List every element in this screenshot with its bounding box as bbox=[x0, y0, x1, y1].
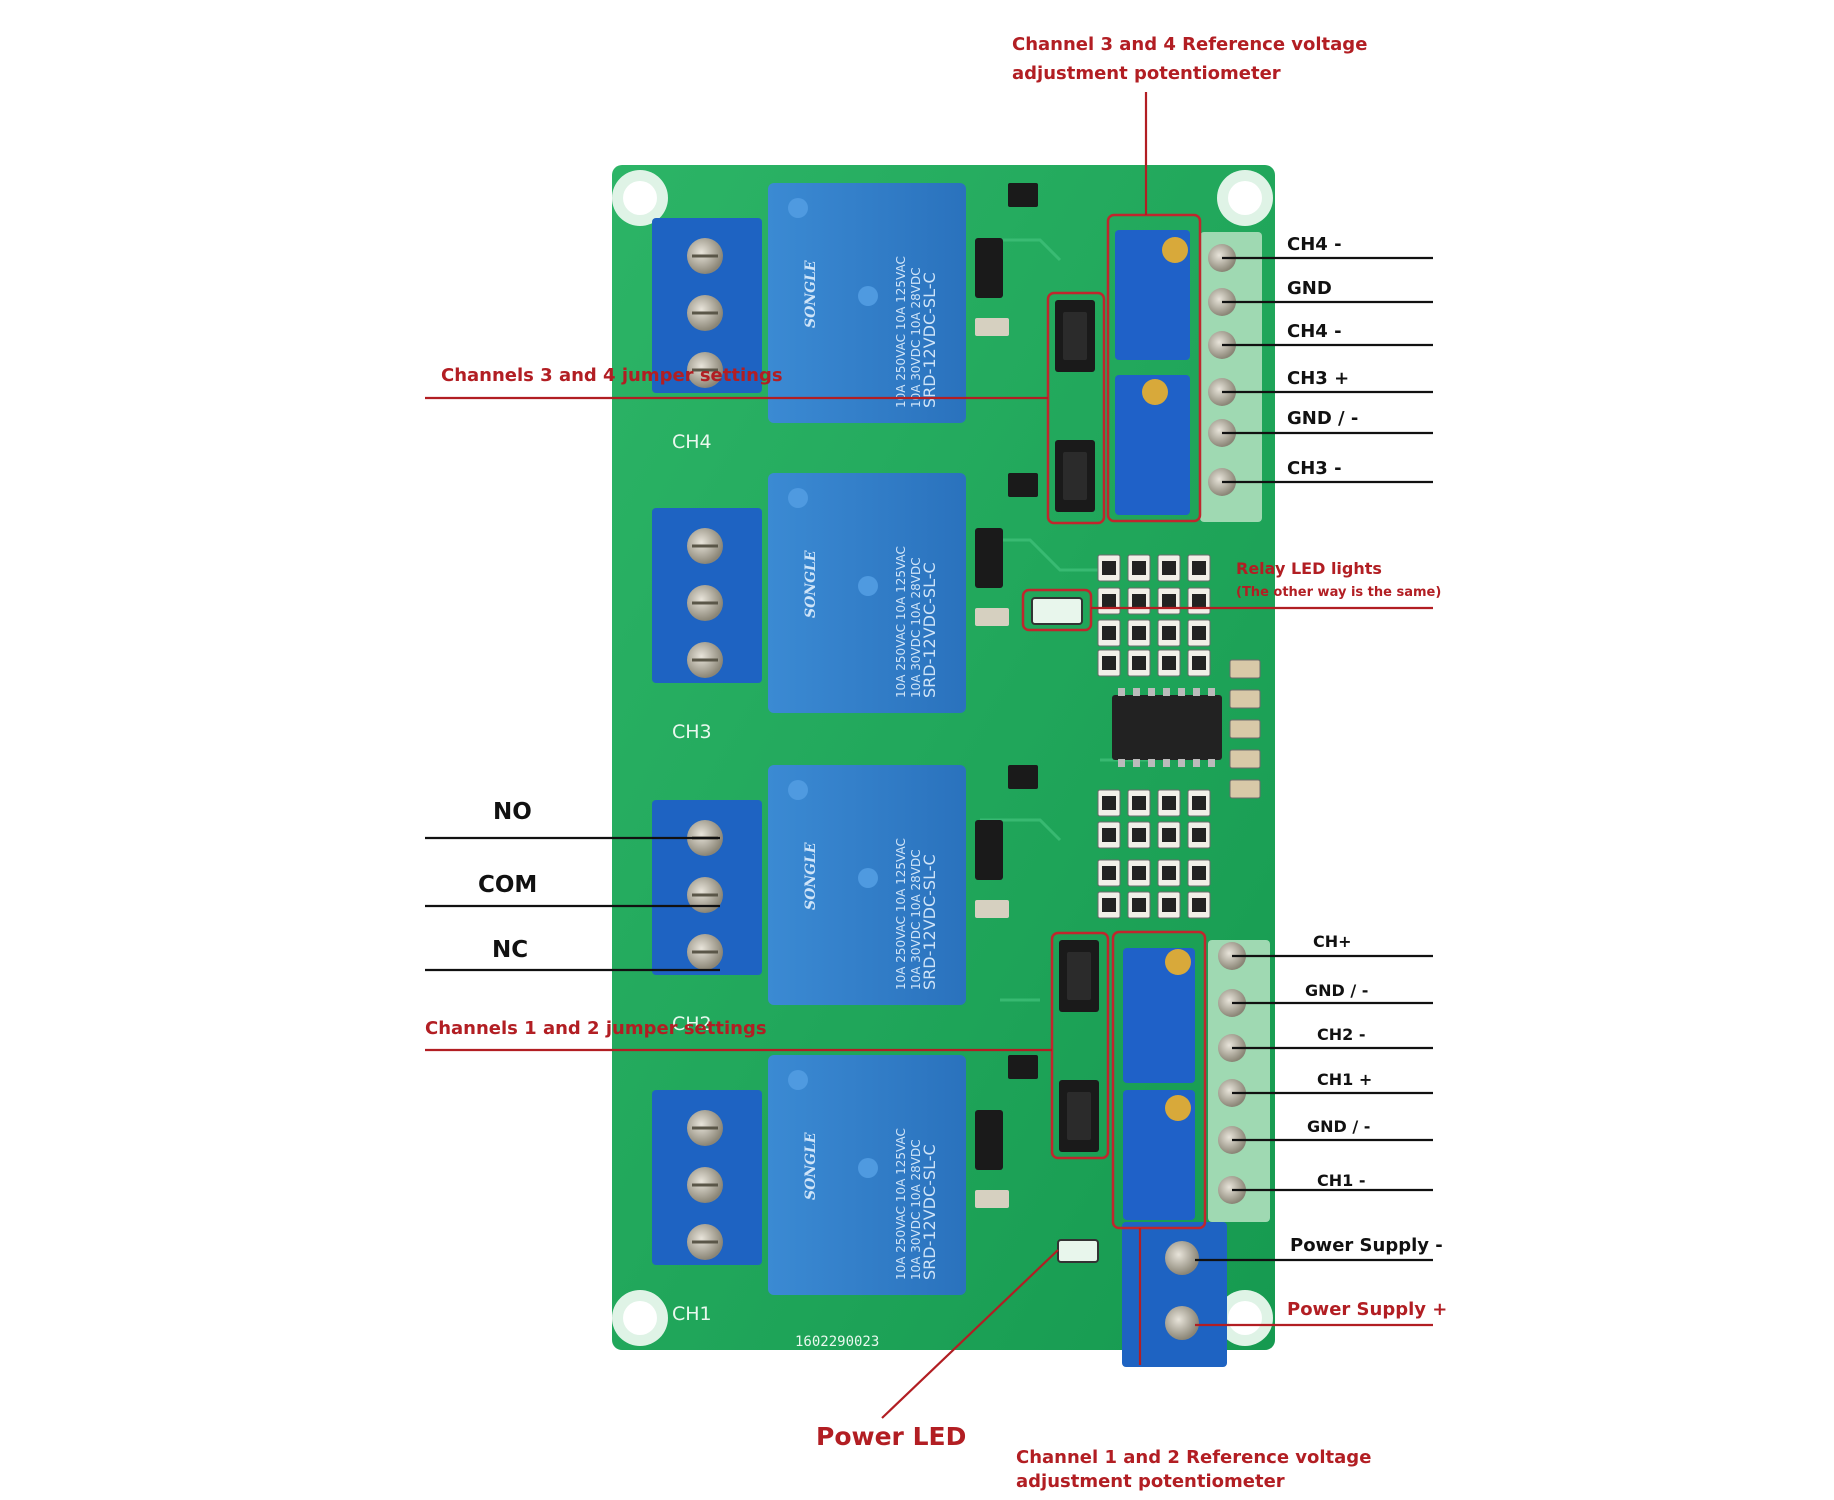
channel-silkscreen-label: CH4 bbox=[672, 431, 712, 453]
relay-rating-text: 10A 250VAC 10A 125VAC bbox=[894, 546, 908, 698]
jumper-34-label: Channels 3 and 4 jumper settings bbox=[441, 365, 783, 386]
board-serial: 1602290023 bbox=[795, 1334, 879, 1350]
relay-no-label: NO bbox=[493, 799, 532, 825]
pointer-lines bbox=[425, 92, 1433, 1419]
power-led bbox=[1057, 1239, 1099, 1263]
relay-led bbox=[1031, 597, 1083, 625]
pin-bottom-1: CH+ bbox=[1313, 932, 1352, 951]
relay-rating-text: 10A 30VDC 10A 28VDC bbox=[909, 849, 923, 990]
channel-silkscreen-label: CH2 bbox=[672, 1013, 712, 1035]
relay-brand-text: SONGLE bbox=[803, 550, 819, 618]
relay-brand-text: SONGLE bbox=[803, 1132, 819, 1200]
mounting-holes bbox=[612, 170, 1273, 1346]
ref-pot-34-label-line1: Channel 3 and 4 Reference voltage bbox=[1012, 34, 1368, 55]
relay-model-text: SRD-12VDC-SL-C bbox=[920, 272, 939, 408]
pin-top-3: CH4 - bbox=[1287, 321, 1342, 342]
highlight-boxes bbox=[1021, 213, 1207, 1230]
pin-bottom-2: GND / - bbox=[1305, 981, 1369, 1000]
jumper-headers bbox=[1055, 300, 1099, 1152]
power-led-label: Power LED bbox=[816, 1422, 967, 1451]
ref-pot-12-label-line2: adjustment potentiometer bbox=[1016, 1471, 1285, 1492]
pin-top-4: CH3 + bbox=[1287, 368, 1350, 389]
pin-bottom-3: CH2 - bbox=[1317, 1025, 1366, 1044]
power-supply-plus-label: Power Supply + bbox=[1287, 1299, 1448, 1320]
pin-bottom-5: GND / - bbox=[1307, 1117, 1371, 1136]
relay-rating-text: 10A 250VAC 10A 125VAC bbox=[894, 838, 908, 990]
relay-led-label-line1: Relay LED lights bbox=[1236, 559, 1382, 578]
relay-nc-label: NC bbox=[492, 937, 529, 963]
relay-com-label: COM bbox=[478, 872, 538, 898]
relay-model-text: SRD-12VDC-SL-C bbox=[920, 1144, 939, 1280]
relay-led-label-line2: (The other way is the same) bbox=[1236, 585, 1442, 600]
ref-pot-12-label-line1: Channel 1 and 2 Reference voltage bbox=[1016, 1447, 1372, 1468]
relay-rating-text: 10A 250VAC 10A 125VAC bbox=[894, 1128, 908, 1280]
channel-silkscreen-label: CH1 bbox=[672, 1303, 712, 1325]
relay-rating-text: 10A 250VAC 10A 125VAC bbox=[894, 256, 908, 408]
pin-bottom-4: CH1 + bbox=[1317, 1070, 1373, 1089]
relay-brand-text: SONGLE bbox=[803, 842, 819, 910]
jumper-12-label: Channels 1 and 2 jumper settings bbox=[425, 1018, 767, 1039]
ref-pot-34-label-line2: adjustment potentiometer bbox=[1012, 63, 1281, 84]
comparator-ic bbox=[1112, 688, 1222, 767]
relay-rating-text: 10A 30VDC 10A 28VDC bbox=[909, 1139, 923, 1280]
smd-resistor-array bbox=[1097, 554, 1261, 919]
relay-brand-text: SONGLE bbox=[803, 260, 819, 328]
relay-model-text: SRD-12VDC-SL-C bbox=[920, 562, 939, 698]
relay-rating-text: 10A 30VDC 10A 28VDC bbox=[909, 267, 923, 408]
relay-rating-text: 10A 30VDC 10A 28VDC bbox=[909, 557, 923, 698]
pin-top-1: CH4 - bbox=[1287, 234, 1342, 255]
potentiometers bbox=[1115, 230, 1195, 1220]
pin-top-5: GND / - bbox=[1287, 408, 1359, 429]
power-supply-minus-label: Power Supply - bbox=[1290, 1235, 1443, 1256]
pin-top-2: GND bbox=[1287, 278, 1332, 299]
power-terminal-block bbox=[1122, 1222, 1227, 1367]
relay-model-text: SRD-12VDC-SL-C bbox=[920, 854, 939, 990]
pin-top-6: CH3 - bbox=[1287, 458, 1342, 479]
channel-silkscreen-label: CH3 bbox=[672, 721, 712, 743]
pin-bottom-6: CH1 - bbox=[1317, 1171, 1366, 1190]
